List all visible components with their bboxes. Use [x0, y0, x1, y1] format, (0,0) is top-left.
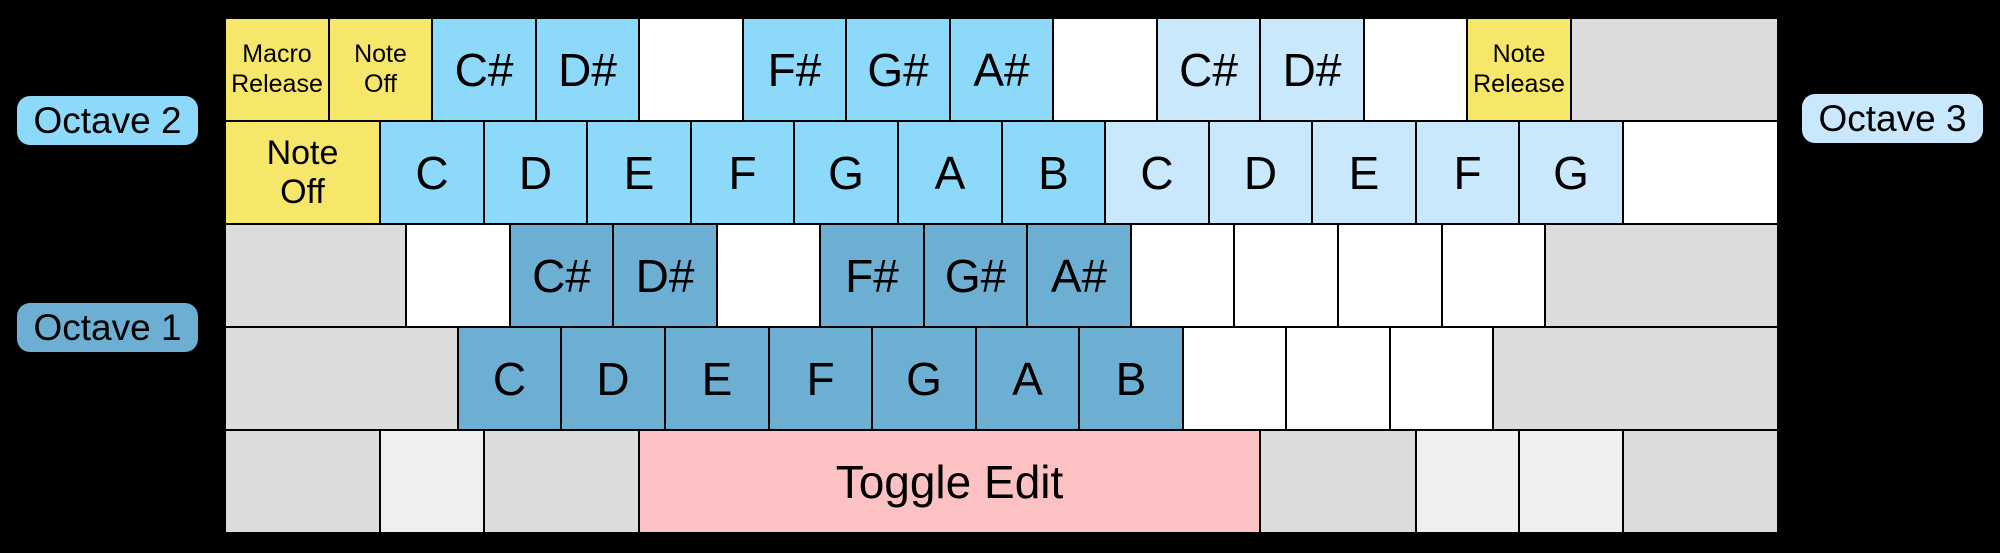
key-modifier-blank — [380, 430, 484, 533]
key-note-g-sharp-octave1[interactable]: G# — [924, 224, 1027, 327]
key-note-c-octave1[interactable]: C — [458, 327, 561, 430]
key-toggle-edit[interactable]: Toggle Edit — [639, 430, 1260, 533]
key-modifier-blank — [225, 430, 380, 533]
key-modifier-blank — [1623, 430, 1778, 533]
key-note-d-octave1[interactable]: D — [561, 327, 665, 430]
key-blank — [1338, 224, 1442, 327]
key-modifier-blank — [1416, 430, 1519, 533]
key-modifier-blank — [225, 224, 406, 327]
key-macro-release[interactable]: Macro Release — [225, 18, 329, 121]
key-note-f-sharp-octave2[interactable]: F# — [743, 18, 846, 121]
key-note-c-octave2[interactable]: C — [380, 121, 484, 224]
key-note-d-sharp-octave2[interactable]: D# — [536, 18, 639, 121]
key-note-b-octave2[interactable]: B — [1002, 121, 1105, 224]
octave-2-label: Octave 2 — [17, 96, 198, 145]
key-blank — [1442, 224, 1545, 327]
key-note-g-octave3[interactable]: G — [1519, 121, 1623, 224]
key-modifier-blank — [1519, 430, 1623, 533]
key-modifier-blank — [1260, 430, 1416, 533]
key-modifier-blank — [484, 430, 639, 533]
octave-1-label: Octave 1 — [17, 303, 198, 352]
key-note-g-sharp-octave2[interactable]: G# — [846, 18, 950, 121]
key-note-d-sharp-octave1[interactable]: D# — [613, 224, 717, 327]
key-note-a-octave1[interactable]: A — [976, 327, 1079, 430]
key-blank — [1623, 121, 1778, 224]
key-modifier-blank — [1571, 18, 1778, 121]
key-note-a-octave2[interactable]: A — [898, 121, 1002, 224]
key-blank — [717, 224, 820, 327]
key-blank — [1286, 327, 1390, 430]
key-note-e-octave3[interactable]: E — [1312, 121, 1416, 224]
key-note-release[interactable]: Note Release — [1467, 18, 1571, 121]
key-blank — [1053, 18, 1157, 121]
key-note-a-sharp-octave2[interactable]: A# — [950, 18, 1053, 121]
key-note-e-octave2[interactable]: E — [587, 121, 691, 224]
key-note-e-octave1[interactable]: E — [665, 327, 769, 430]
key-note-off[interactable]: Note Off — [225, 121, 380, 224]
key-note-f-octave1[interactable]: F — [769, 327, 872, 430]
key-modifier-blank — [1545, 224, 1778, 327]
keyboard-row-3: C#D# F#G#A# — [225, 224, 1778, 327]
key-blank — [1131, 224, 1234, 327]
key-note-c-sharp-octave1[interactable]: C# — [510, 224, 613, 327]
octave-3-label: Octave 3 — [1802, 94, 1983, 143]
key-note-d-sharp-octave3[interactable]: D# — [1260, 18, 1364, 121]
key-note-a-sharp-octave1[interactable]: A# — [1027, 224, 1131, 327]
key-blank — [406, 224, 510, 327]
key-note-d-octave2[interactable]: D — [484, 121, 587, 224]
key-note-f-octave2[interactable]: F — [691, 121, 794, 224]
key-note-c-sharp-octave2[interactable]: C# — [432, 18, 536, 121]
key-modifier-blank — [225, 327, 458, 430]
key-note-g-octave1[interactable]: G — [872, 327, 976, 430]
key-blank — [639, 18, 743, 121]
key-note-d-octave3[interactable]: D — [1209, 121, 1312, 224]
key-note-off-small[interactable]: Note Off — [329, 18, 432, 121]
key-note-b-octave1[interactable]: B — [1079, 327, 1183, 430]
key-blank — [1183, 327, 1286, 430]
key-note-f-octave3[interactable]: F — [1416, 121, 1519, 224]
key-note-g-octave2[interactable]: G — [794, 121, 898, 224]
key-blank — [1364, 18, 1467, 121]
key-note-f-sharp-octave1[interactable]: F# — [820, 224, 924, 327]
key-note-c-sharp-octave3[interactable]: C# — [1157, 18, 1260, 121]
keyboard-row-5: Toggle Edit — [225, 430, 1778, 533]
key-blank — [1234, 224, 1338, 327]
key-note-c-octave3[interactable]: C — [1105, 121, 1209, 224]
key-blank — [1390, 327, 1493, 430]
key-modifier-blank — [1493, 327, 1778, 430]
